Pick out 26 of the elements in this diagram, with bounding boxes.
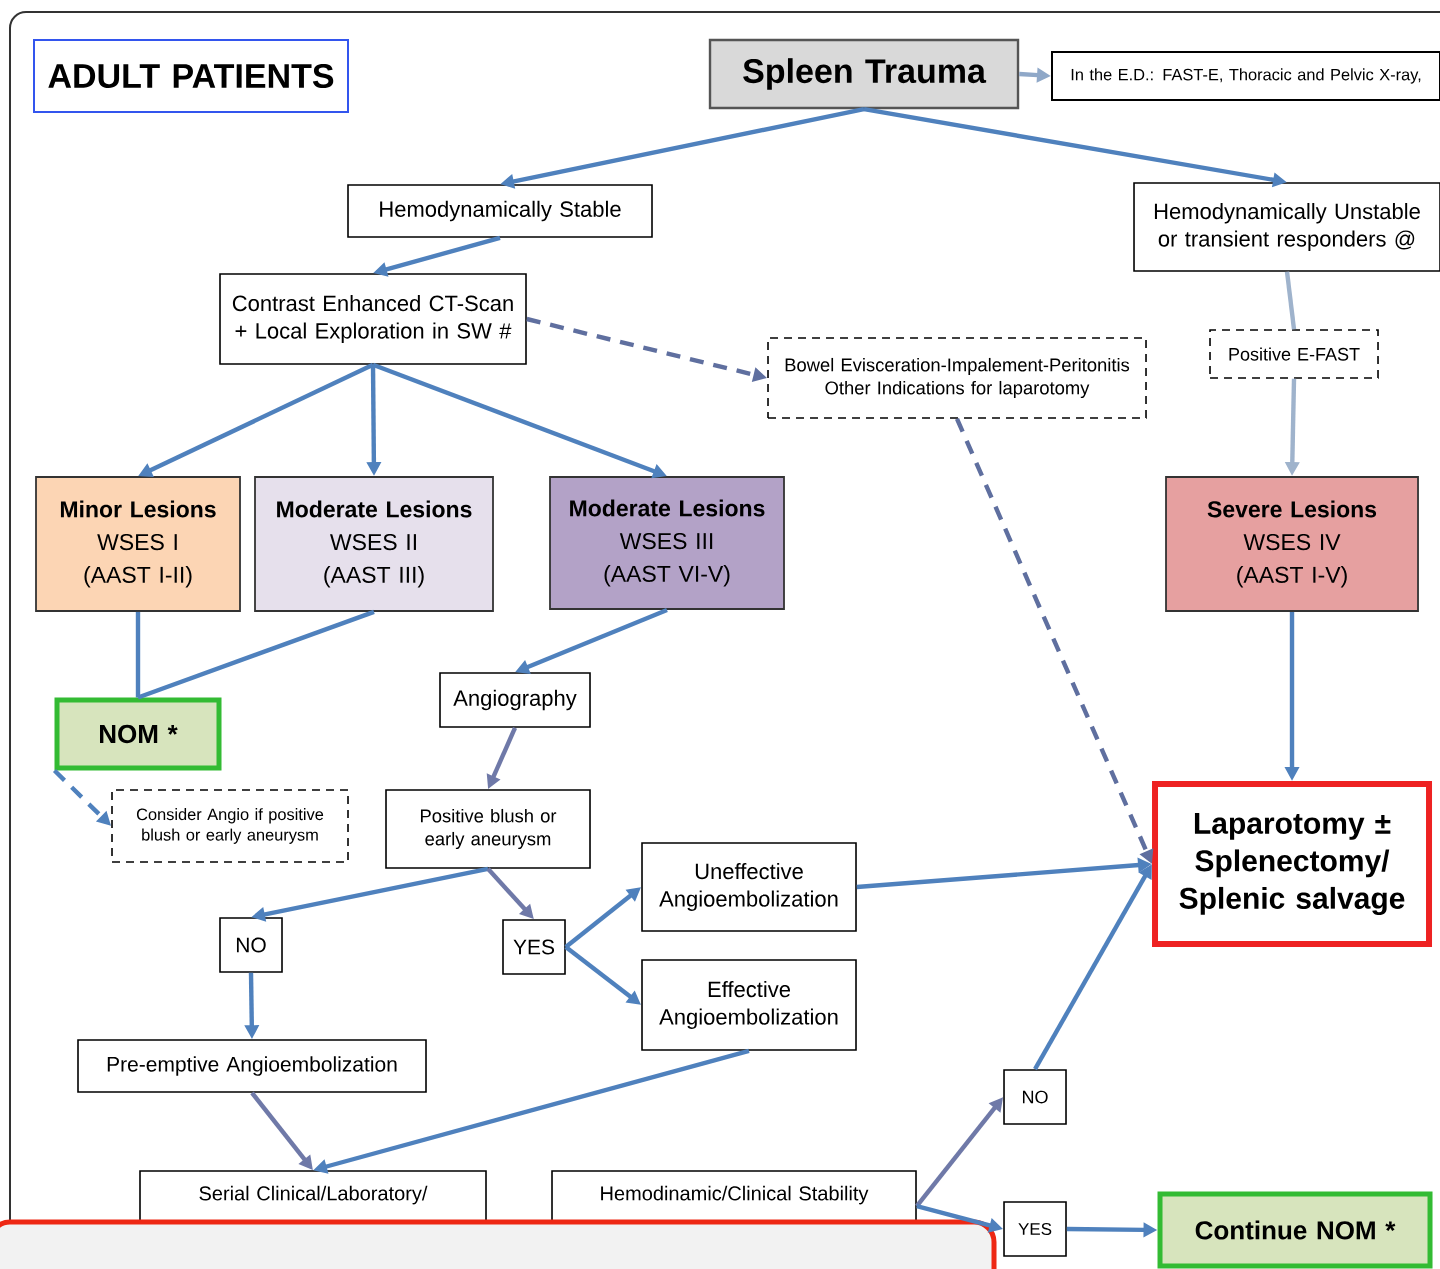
note-box: In the E.D.: FAST-E, Thoracic and Pelvic X-ray,	[1051, 51, 1440, 101]
lesion-box: Moderate Lesions WSES III (AAST VI-V)	[549, 476, 785, 610]
process-box: Hemodynamically Unstable or transient responders @	[1133, 182, 1440, 272]
lesion-box: Severe Lesions WSES IV (AAST I-V)	[1165, 476, 1419, 612]
process-box: Pre-emptive Angioembolization	[77, 1039, 427, 1093]
dashed-box: Consider Angio if positive blush or early aneurysm	[111, 789, 349, 863]
dashed-box: Positive E-FAST	[1209, 329, 1379, 379]
process-box: Effective Angioembolization	[641, 959, 857, 1051]
process-box: Uneffective Angioembolization	[641, 842, 857, 932]
title-box: ADULT PATIENTS	[33, 39, 349, 113]
process-box: Contrast Enhanced CT-Scan + Local Exploration in SW #	[219, 273, 527, 365]
answer-box: YES	[502, 919, 566, 975]
answer-box: YES	[1003, 1201, 1067, 1257]
start-box: Spleen Trauma	[708, 38, 1020, 110]
dashed-box: Bowel Evisceration-Impalement-Peritonitis Other Indications for laparotomy	[767, 337, 1147, 419]
outcome-box: NOM *	[54, 697, 222, 771]
answer-box: NO	[1003, 1069, 1067, 1125]
outcome-box: Laparotomy ± Splenectomy/ Splenic salvage	[1152, 781, 1432, 947]
lesion-box: Minor Lesions WSES I (AAST I-II)	[35, 476, 241, 612]
process-box: Angiography	[439, 672, 591, 728]
arrow	[486, 867, 534, 919]
outcome-box: Continue NOM *	[1157, 1191, 1433, 1269]
lesion-box: Moderate Lesions WSES II (AAST III)	[254, 476, 494, 612]
answer-box: NO	[219, 917, 283, 973]
process-box: Hemodynamically Stable	[347, 184, 653, 238]
decision-box: Positive blush or early aneurysm	[385, 789, 591, 869]
